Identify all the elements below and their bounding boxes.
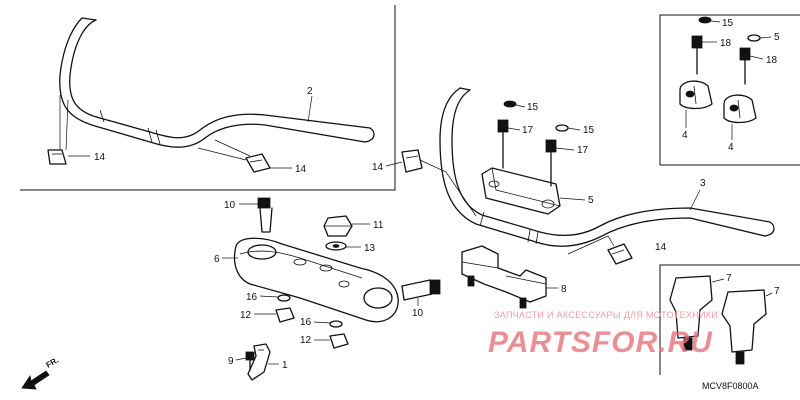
bolt-9 (245, 351, 255, 371)
part-number: 10 (224, 200, 236, 211)
riser-cap-4b (723, 94, 757, 124)
top-bridge-6 (233, 237, 399, 323)
part-number: 17 (577, 145, 589, 156)
washer-16b (329, 320, 343, 328)
part-number: 15 (583, 125, 595, 136)
wire-clip-main-1 (401, 149, 423, 173)
bolt-18b (739, 47, 751, 85)
part-number: 12 (240, 310, 252, 321)
part-number: 8 (561, 284, 567, 295)
front-direction-arrow-icon: FR. (21, 355, 61, 390)
part-number: 5 (588, 195, 594, 206)
washer-15c (555, 124, 569, 132)
upper-holder-5 (481, 167, 561, 215)
part-number: 9 (228, 356, 234, 367)
nut-11 (323, 215, 353, 237)
part-number: 14 (372, 162, 384, 173)
part-number: 4 (682, 130, 688, 141)
part-number: 3 (700, 178, 706, 189)
part-number: 14 (295, 164, 307, 175)
part-number: 10 (412, 308, 424, 319)
part-number: 16 (246, 292, 258, 303)
washer-15a (698, 16, 712, 24)
riser-7b (721, 289, 767, 365)
part-number: 12 (300, 335, 312, 346)
clamp-1 (247, 343, 271, 381)
watermark-brand: PARTSFOR.RU (488, 326, 713, 359)
inset-box-right-top (659, 14, 800, 166)
part-number: 2 (307, 86, 313, 97)
part-number: 6 (214, 254, 220, 265)
part-number: 11 (373, 220, 384, 231)
bolt-17a (497, 119, 509, 169)
callout-14b: 14 (270, 164, 307, 175)
handlebar-main (439, 87, 775, 247)
wire-clip-left-2 (245, 153, 271, 173)
handlebar-high (59, 17, 375, 148)
inset-box-left (20, 5, 396, 191)
part-number: 16 (300, 317, 312, 328)
callout-2: 2 (307, 86, 313, 123)
part-number: 7 (726, 273, 732, 284)
washer-13 (325, 241, 347, 251)
bolt-10a (257, 197, 273, 233)
part-number: 1 (282, 360, 288, 371)
wire-clip-main-2 (607, 243, 633, 265)
direction-label: FR. (45, 355, 61, 369)
riser-7a (669, 275, 713, 351)
riser-cap-4a (679, 80, 713, 110)
lower-holder-8 (461, 245, 547, 309)
watermark-tagline: ЗАПЧАСТИ И АКСЕССУАРЫ ДЛЯ МОТОТЕХНИКИ (494, 310, 718, 320)
part-number: 14 (94, 152, 106, 163)
part-number: 13 (364, 243, 376, 254)
washer-5a (747, 34, 761, 42)
part-number: 4 (728, 142, 734, 153)
wire-clip-left-1 (47, 149, 67, 165)
part-number: 15 (722, 18, 734, 29)
nut-12a (275, 307, 295, 323)
part-number: 14 (655, 242, 667, 253)
washer-16a (277, 294, 291, 302)
bolt-17b (545, 139, 557, 187)
bolt-18a (691, 35, 703, 75)
part-number: 7 (774, 286, 780, 297)
bolt-10b (401, 279, 441, 301)
watermark: ЗАПЧАСТИ И АКСЕССУАРЫ ДЛЯ МОТОТЕХНИКИ PA… (488, 310, 718, 359)
diagram-code: MCV8F0800A (702, 381, 759, 391)
part-number: 5 (774, 32, 780, 43)
part-number: 18 (720, 38, 732, 49)
part-number: 18 (766, 55, 778, 66)
nut-12b (329, 333, 349, 349)
inset-box-right-bottom (659, 264, 800, 375)
part-number: 17 (522, 125, 534, 136)
washer-15b (503, 100, 517, 108)
callout-14a: 14 (68, 152, 106, 163)
part-number: 15 (527, 102, 539, 113)
